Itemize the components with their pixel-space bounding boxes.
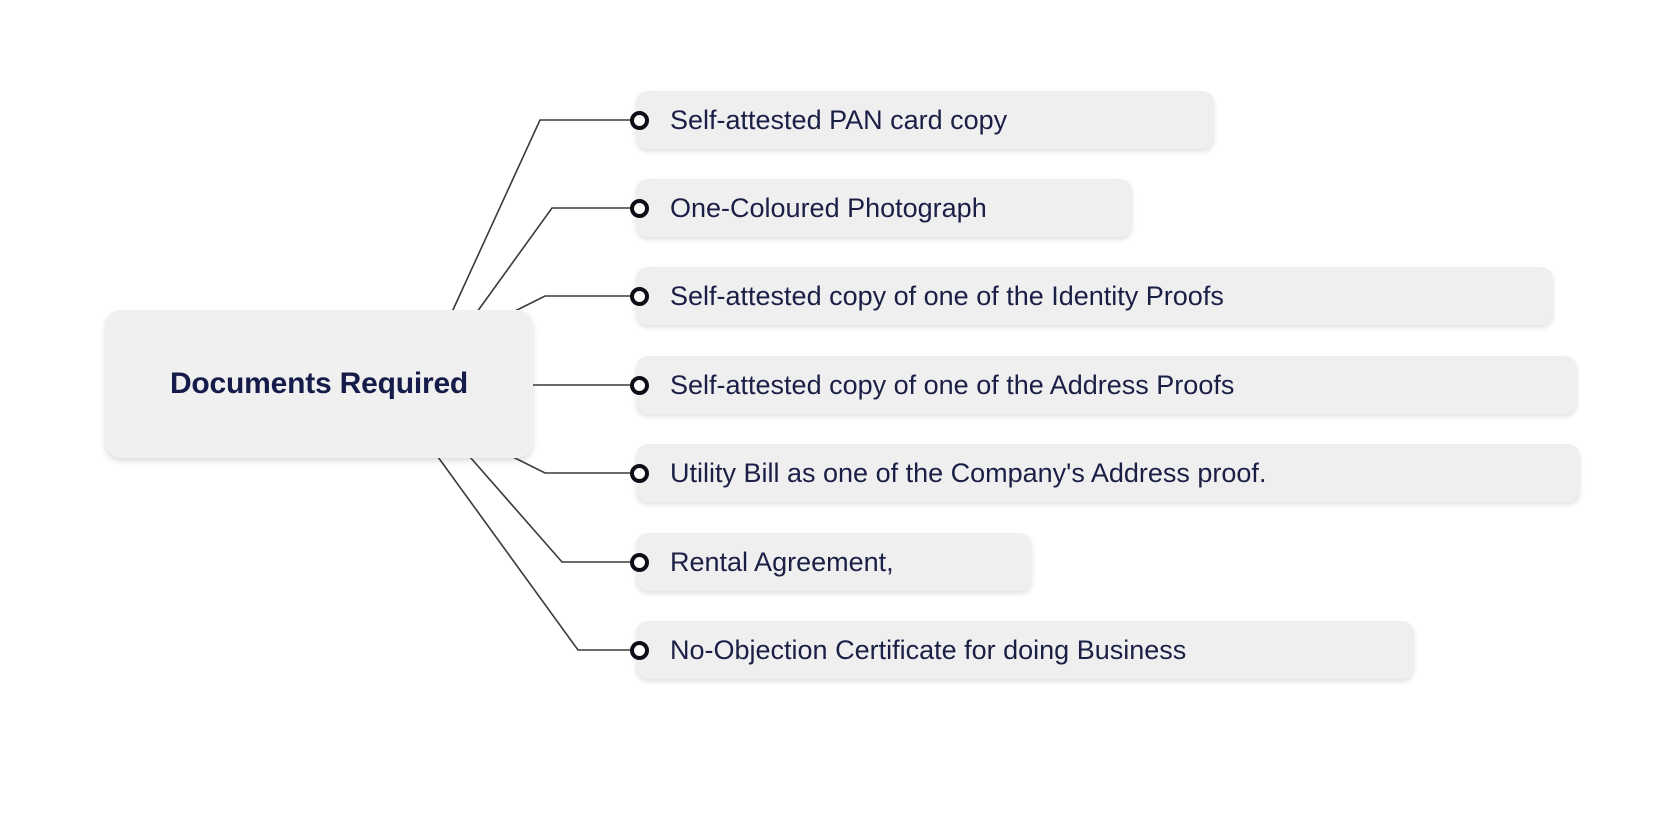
leaf-pill-background <box>636 621 1414 679</box>
ring-bullet-icon <box>630 553 649 572</box>
leaf-pill-background <box>636 533 1032 591</box>
leaf-pill-background <box>636 91 1214 149</box>
ring-bullet-icon <box>630 376 649 395</box>
leaf-node-label: No-Objection Certificate for doing Busin… <box>670 635 1187 665</box>
leaf-node-7[interactable]: No-Objection Certificate for doing Busin… <box>630 621 1414 679</box>
leaf-node-label: Self-attested PAN card copy <box>670 105 1008 135</box>
leaf-node-label: Utility Bill as one of the Company's Add… <box>670 458 1267 488</box>
leaf-node-2[interactable]: One-Coloured Photograph <box>630 179 1132 237</box>
ring-bullet-icon <box>630 464 649 483</box>
leaf-pill-background <box>636 356 1577 414</box>
ring-bullet-icon <box>630 111 649 130</box>
leaf-node-1[interactable]: Self-attested PAN card copy <box>630 91 1214 149</box>
leaf-node-label: Self-attested copy of one of the Identit… <box>670 281 1224 311</box>
root-node-label: Documents Required <box>169 367 469 400</box>
leaf-node-4[interactable]: Self-attested copy of one of the Address… <box>630 356 1577 414</box>
leaf-pill-background <box>636 444 1580 502</box>
ring-bullet-icon <box>630 641 649 660</box>
leaf-pill-background <box>636 179 1132 237</box>
leaf-node-label: Rental Agreement, <box>670 547 894 577</box>
ring-bullet-icon <box>630 199 649 218</box>
leaf-node-5[interactable]: Utility Bill as one of the Company's Add… <box>630 444 1580 502</box>
leaf-node-label: Self-attested copy of one of the Address… <box>670 370 1235 400</box>
ring-bullet-icon <box>630 287 649 306</box>
leaf-pill-background <box>636 267 1553 325</box>
leaf-node-label: One-Coloured Photograph <box>670 193 987 223</box>
root-node[interactable]: Documents Required <box>105 310 533 458</box>
leaf-node-3[interactable]: Self-attested copy of one of the Identit… <box>630 267 1553 325</box>
leaf-node-6[interactable]: Rental Agreement, <box>630 533 1032 591</box>
